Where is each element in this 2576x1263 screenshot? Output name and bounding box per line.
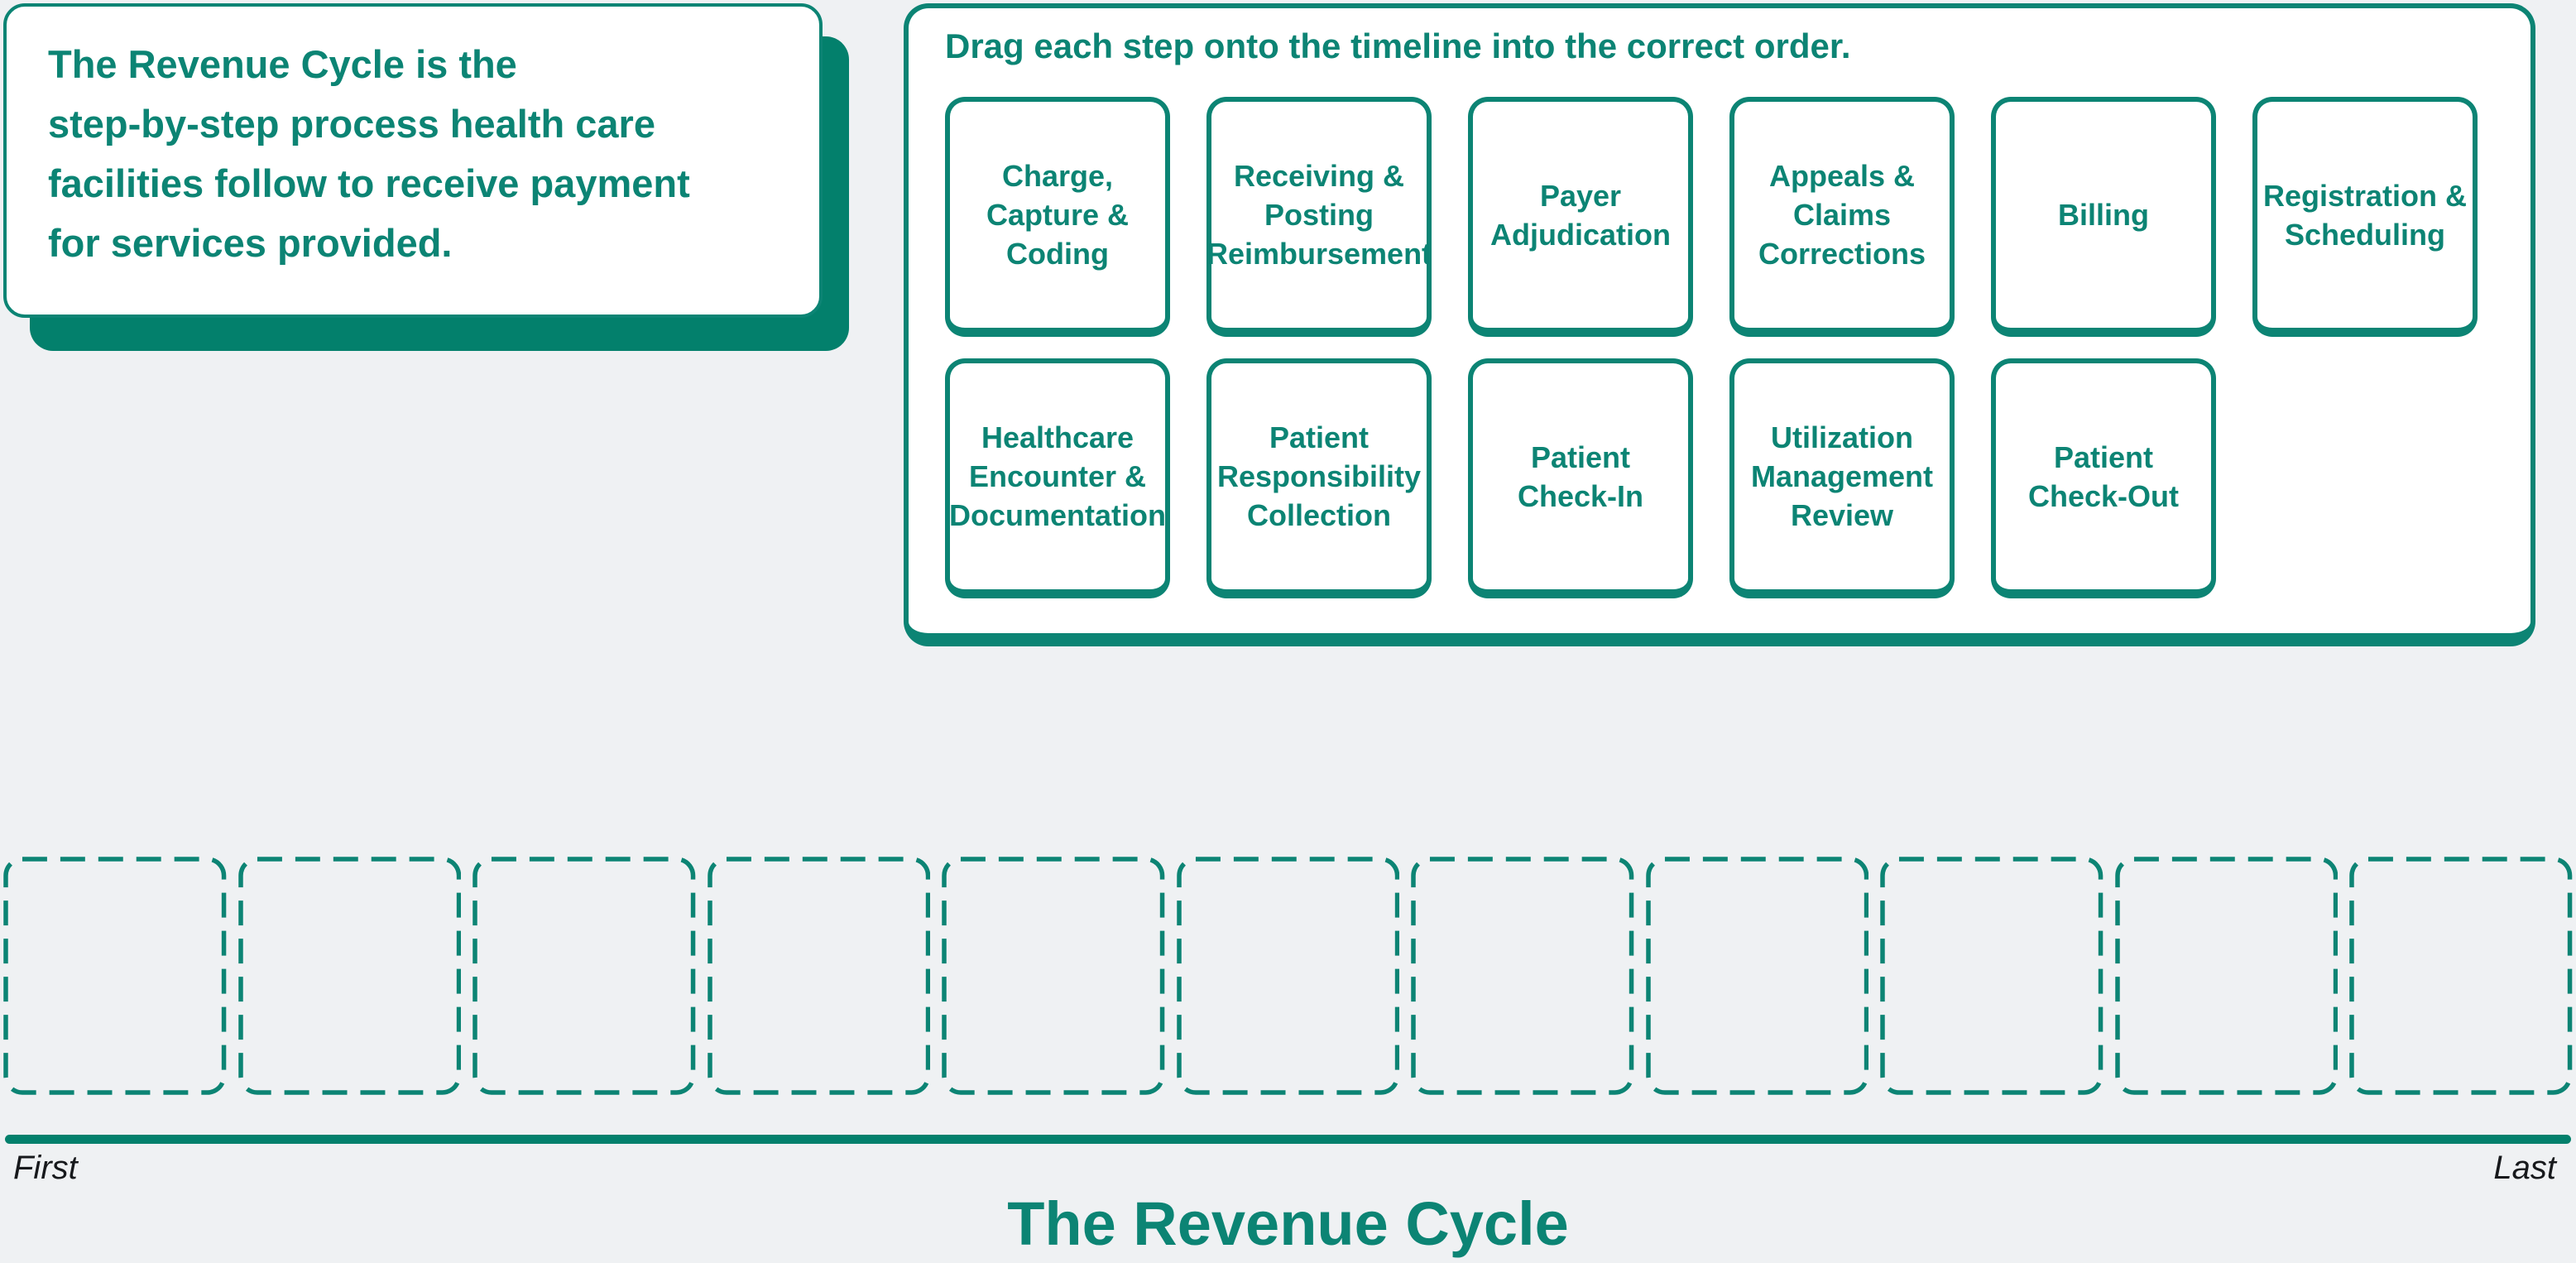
step-card-healthcare-encounter-documentation[interactable]: Healthcare Encounter & Documentation — [945, 358, 1170, 598]
step-card-label: Patient Check-Out — [2027, 439, 2180, 513]
step-card-patient-check-in[interactable]: Patient Check-In — [1468, 358, 1693, 598]
timeline-slot-7[interactable] — [1411, 857, 1634, 1095]
timeline-slot-3[interactable] — [473, 857, 696, 1095]
step-card-label: Utilization Management Review — [1750, 420, 1934, 532]
dashed-slot-border-icon — [1646, 857, 1869, 1095]
step-card-receiving-posting-reimbursement[interactable]: Receiving & Posting Reimbursement — [1206, 97, 1432, 337]
step-card-label: Appeals & Claims Corrections — [1758, 159, 1926, 271]
steps-panel: Drag each step onto the timeline into th… — [904, 3, 2535, 646]
timeline-slots-row — [3, 857, 2573, 1095]
timeline-slot-1[interactable] — [3, 857, 227, 1095]
step-card-patient-check-out[interactable]: Patient Check-Out — [1991, 358, 2216, 598]
steps-row-2: Healthcare Encounter & Documentation Pat… — [945, 358, 2216, 598]
dashed-slot-border-icon — [237, 857, 461, 1095]
panel-instruction: Drag each step onto the timeline into th… — [945, 26, 1851, 65]
timeline-slot-8[interactable] — [1646, 857, 1869, 1095]
step-card-registration-scheduling[interactable]: Registration & Scheduling — [2252, 97, 2478, 337]
page-title: The Revenue Cycle — [1007, 1189, 1569, 1258]
step-card-patient-responsibility-collection[interactable]: Patient Responsibility Collection — [1206, 358, 1432, 598]
step-card-label: Billing — [2058, 198, 2149, 232]
step-card-label: Payer Adjudication — [1490, 178, 1671, 252]
timeline-first-label: First — [13, 1150, 78, 1186]
dashed-slot-border-icon — [2115, 857, 2339, 1095]
step-card-label: Charge, Capture & Coding — [986, 159, 1130, 271]
step-card-label: Patient Responsibility Collection — [1216, 420, 1422, 532]
steps-row-1: Charge, Capture & Coding Receiving & Pos… — [945, 97, 2478, 337]
dashed-slot-border-icon — [3, 857, 227, 1095]
timeline-slot-5[interactable] — [942, 857, 1165, 1095]
timeline-slot-9[interactable] — [1880, 857, 2103, 1095]
step-card-payer-adjudication[interactable]: Payer Adjudication — [1468, 97, 1693, 337]
dashed-slot-border-icon — [707, 857, 930, 1095]
timeline-last-label: Last — [2493, 1150, 2556, 1186]
dashed-slot-border-icon — [1880, 857, 2103, 1095]
dashed-slot-border-icon — [942, 857, 1165, 1095]
dashed-slot-border-icon — [473, 857, 696, 1095]
step-card-utilization-management-review[interactable]: Utilization Management Review — [1729, 358, 1955, 598]
timeline-bar — [5, 1135, 2571, 1144]
dashed-slot-border-icon — [1411, 857, 1634, 1095]
intro-card: The Revenue Cycle is the step-by-step pr… — [3, 3, 823, 318]
dashed-slot-border-icon — [2349, 857, 2573, 1095]
step-card-label: Healthcare Encounter & Documentation — [949, 420, 1167, 532]
step-card-billing[interactable]: Billing — [1991, 97, 2216, 337]
dashed-slot-border-icon — [1176, 857, 1400, 1095]
timeline-slot-4[interactable] — [707, 857, 931, 1095]
step-card-appeals-claims-corrections[interactable]: Appeals & Claims Corrections — [1729, 97, 1955, 337]
timeline-slot-10[interactable] — [2115, 857, 2339, 1095]
step-card-label: Receiving & Posting Reimbursement — [1206, 159, 1432, 271]
step-card-label: Registration & Scheduling — [2262, 178, 2468, 252]
step-card-charge-capture-coding[interactable]: Charge, Capture & Coding — [945, 97, 1170, 337]
timeline-slot-2[interactable] — [237, 857, 462, 1095]
step-card-label: Patient Check-In — [1517, 439, 1644, 513]
intro-text: The Revenue Cycle is the step-by-step pr… — [48, 42, 690, 265]
timeline-slot-11[interactable] — [2349, 857, 2573, 1095]
timeline-slot-6[interactable] — [1176, 857, 1400, 1095]
